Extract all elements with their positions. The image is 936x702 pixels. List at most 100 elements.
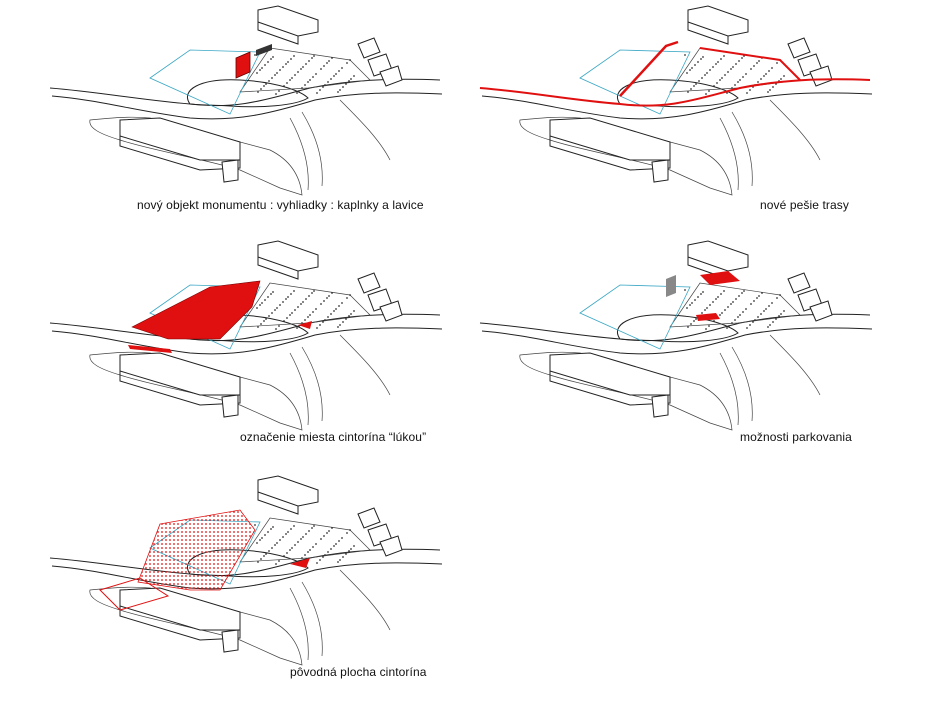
building-right-1 <box>787 272 811 294</box>
diagram-panel-parking: možnosti parkovania <box>470 235 890 465</box>
parking-area-2 <box>696 313 720 321</box>
monument-object <box>235 51 251 79</box>
building-top <box>257 240 319 272</box>
building-long <box>119 587 241 631</box>
side-road-3 <box>769 99 821 161</box>
site-plan-pedestrian <box>479 5 873 196</box>
side-road-1 <box>719 117 739 191</box>
site-plan-parking <box>479 240 873 431</box>
site-outline <box>579 284 691 350</box>
building-right-3 <box>379 300 403 322</box>
building-long-side <box>549 136 671 171</box>
building-top-side <box>257 492 299 515</box>
side-road-3 <box>769 334 821 396</box>
road-main <box>49 313 441 342</box>
building-small <box>221 159 239 183</box>
side-road-1 <box>289 117 309 191</box>
original-spot <box>290 558 310 568</box>
route-diagonal <box>619 40 679 97</box>
building-long-side <box>549 371 671 406</box>
caption-monument: nový objekt monumentu : vyhliadky : kapl… <box>137 198 424 212</box>
building-small <box>221 394 239 418</box>
building-long-side <box>119 606 241 641</box>
route-cemetery <box>699 47 801 81</box>
road-main-edge <box>481 92 873 120</box>
site-outline <box>579 49 691 115</box>
building-small <box>651 159 669 183</box>
site-base <box>49 475 443 666</box>
cemetery-field <box>669 282 801 328</box>
side-road-2 <box>301 346 323 422</box>
grave-dots <box>254 524 355 565</box>
route-main <box>479 78 871 107</box>
parking-area-1 <box>700 271 740 285</box>
diagram-panel-meadow: označenie miesta cintorína “lúkou” <box>40 235 460 465</box>
side-road-1 <box>289 352 309 426</box>
parking-structure <box>666 275 676 297</box>
building-right-1 <box>787 37 811 59</box>
caption-pedestrian: nové pešie trasy <box>760 198 849 212</box>
side-road-3 <box>339 99 391 161</box>
grave-dots <box>684 289 785 330</box>
building-top-side <box>687 22 729 45</box>
caption-meadow: označenie miesta cintorína “lúkou” <box>240 430 427 444</box>
road-main-edge <box>51 562 443 590</box>
building-top <box>257 475 319 507</box>
road-main <box>479 313 871 342</box>
lower-parcel <box>89 351 303 431</box>
site-base <box>49 240 443 431</box>
building-right-1 <box>357 272 381 294</box>
side-road-1 <box>289 587 309 661</box>
building-long-side <box>119 371 241 406</box>
road-main-edge <box>481 327 873 355</box>
diagram-panel-monument: nový objekt monumentu : vyhliadky : kapl… <box>40 0 460 230</box>
building-top-side <box>257 22 299 45</box>
side-road-3 <box>339 569 391 631</box>
side-road-2 <box>301 111 323 187</box>
lookout-structure <box>256 44 272 56</box>
cemetery-field <box>239 517 371 563</box>
building-top <box>257 5 319 37</box>
building-long <box>119 352 241 396</box>
meadow-area <box>131 280 261 340</box>
site-base <box>49 5 443 196</box>
building-long <box>119 117 241 161</box>
diagram-panel-pedestrian: nové pešie trasy <box>470 0 890 230</box>
building-right-1 <box>357 37 381 59</box>
building-top <box>687 240 749 272</box>
building-long <box>549 117 671 161</box>
road-main <box>49 78 441 107</box>
building-right-3 <box>379 65 403 87</box>
caption-original: pôvodná plocha cintorína <box>290 665 427 679</box>
lower-parcel <box>519 116 733 196</box>
grave-dots <box>254 289 355 330</box>
lower-parcel <box>89 116 303 196</box>
building-right-3 <box>379 535 403 557</box>
caption-parking: možnosti parkovania <box>740 430 852 444</box>
road-main <box>49 548 441 577</box>
side-road-2 <box>301 581 323 657</box>
building-right-1 <box>357 507 381 529</box>
site-plan-original <box>49 475 443 666</box>
site-base <box>479 240 873 431</box>
roundabout <box>187 79 309 108</box>
building-long <box>549 352 671 396</box>
building-long-side <box>119 136 241 171</box>
lower-parcel <box>89 586 303 666</box>
roundabout <box>617 314 739 343</box>
side-road-3 <box>339 334 391 396</box>
diagram-panel-original: pôvodná plocha cintorína <box>40 470 460 702</box>
building-small <box>221 629 239 653</box>
cemetery-field <box>239 47 371 93</box>
building-top-side <box>257 257 299 280</box>
meadow-strip <box>128 345 172 353</box>
grave-dots <box>254 54 355 95</box>
side-road-1 <box>719 352 739 426</box>
building-small <box>651 394 669 418</box>
site-base <box>479 5 873 196</box>
building-right-3 <box>809 300 833 322</box>
site-plan-meadow <box>49 240 443 431</box>
original-cemetery-area <box>137 509 256 591</box>
cemetery-field <box>239 282 371 328</box>
side-road-2 <box>731 111 753 187</box>
